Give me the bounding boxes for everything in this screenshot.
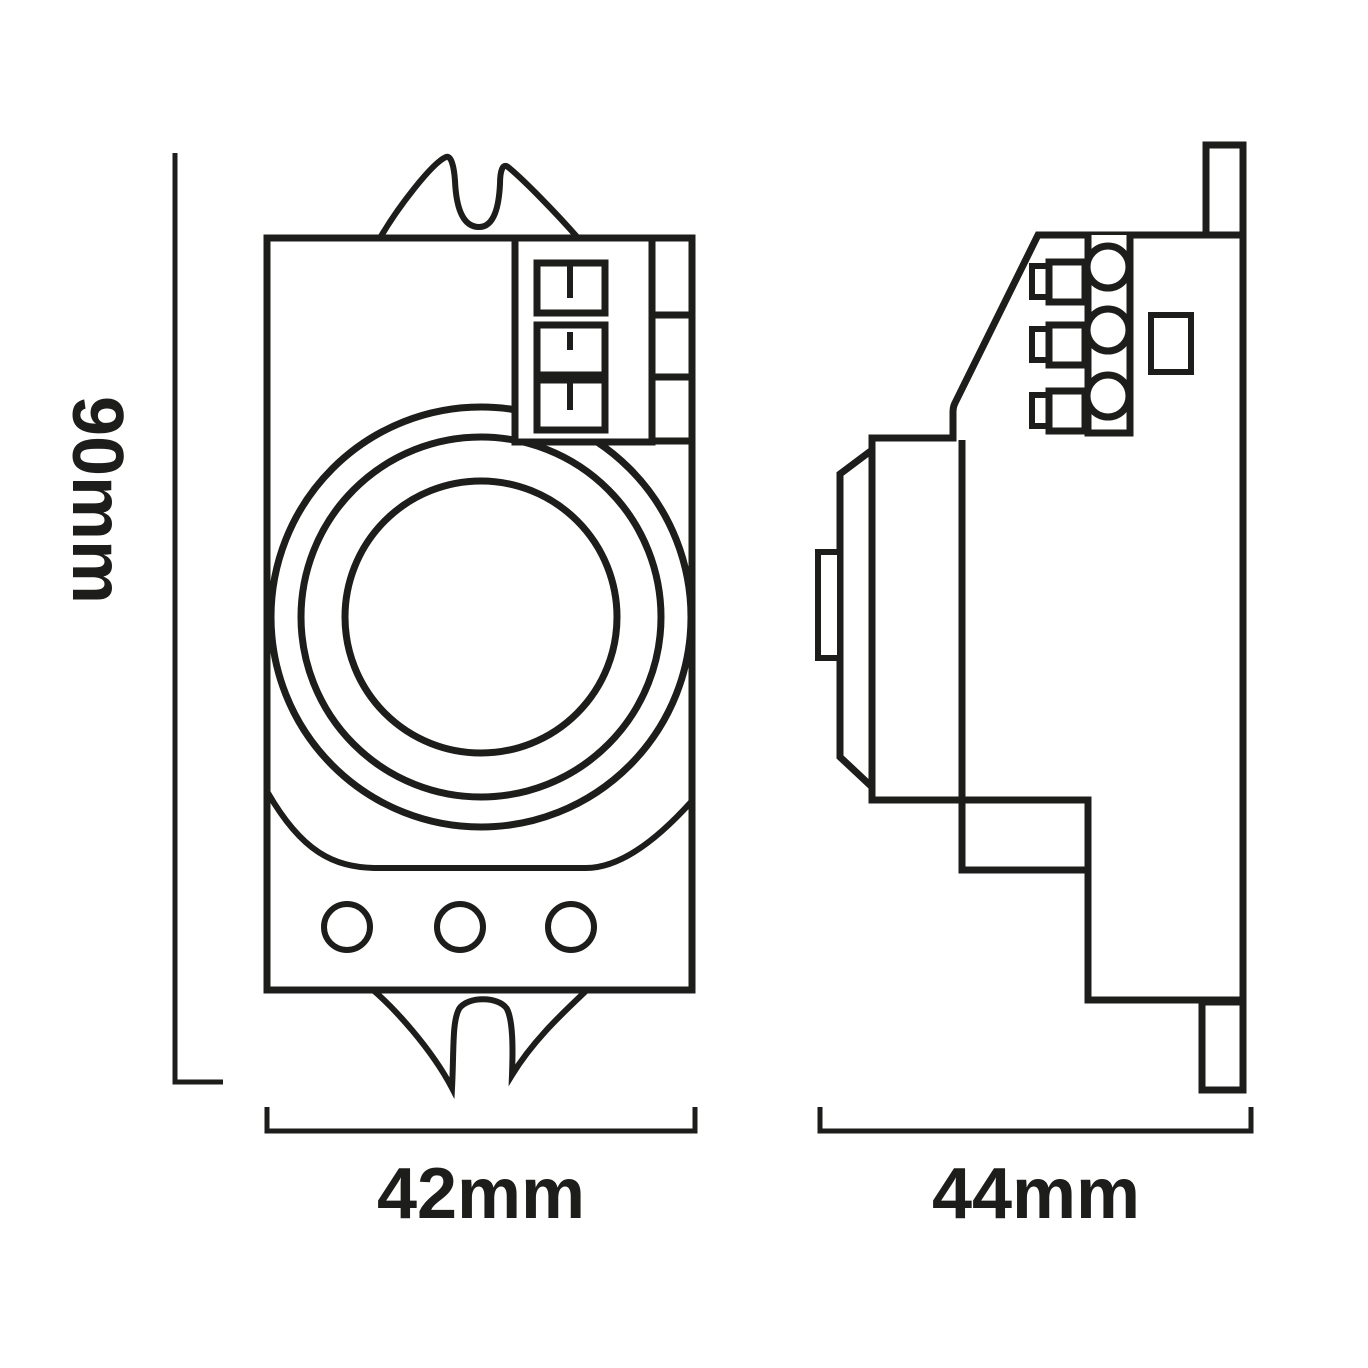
side-view	[815, 141, 1247, 1094]
screw-clamp-bracket-1	[1029, 263, 1049, 300]
lens-ring-outer	[267, 403, 695, 831]
side-mounting-hole	[1148, 312, 1194, 375]
bezel-chin-curve	[265, 791, 694, 871]
lens-ring-middle	[297, 433, 665, 801]
front-width-dimension-line	[264, 1107, 698, 1134]
screw-head-2	[1083, 305, 1133, 355]
screw-body-3	[1045, 387, 1089, 435]
din-clip-bottom	[1198, 998, 1247, 1094]
screw-body-2	[1045, 321, 1089, 369]
screw-head-3	[1083, 371, 1133, 421]
front-bottom-spring-clip	[364, 987, 595, 1100]
din-clip-top	[1202, 141, 1247, 239]
side-width-dimension-line	[817, 1107, 1254, 1134]
lens-ring-inner	[341, 477, 621, 757]
front-width-dimension-label: 42mm	[377, 1154, 585, 1234]
dimension-labels: 90mm 42mm 44mm	[57, 396, 1140, 1234]
wire-entry-column	[652, 311, 692, 445]
linework	[172, 141, 1254, 1134]
adjustment-hole-right	[545, 901, 597, 953]
height-dimension-label: 90mm	[57, 396, 137, 604]
side-front-nub	[815, 549, 843, 661]
height-dimension-line	[172, 153, 223, 1085]
adjustment-hole-left	[321, 901, 373, 953]
adjustment-hole-center	[434, 901, 486, 953]
side-width-dimension-label: 44mm	[932, 1154, 1140, 1234]
front-top-spring-clip	[374, 153, 585, 241]
terminal-cavity-2	[533, 321, 609, 379]
screw-clamp-bracket-2	[1029, 326, 1049, 363]
front-view	[263, 153, 696, 1100]
side-step-edges	[958, 440, 1088, 874]
screw-head-1	[1083, 242, 1133, 292]
screw-body-1	[1045, 258, 1089, 306]
screw-clamp-bracket-3	[1029, 392, 1049, 429]
dimension-lines	[172, 153, 1254, 1134]
